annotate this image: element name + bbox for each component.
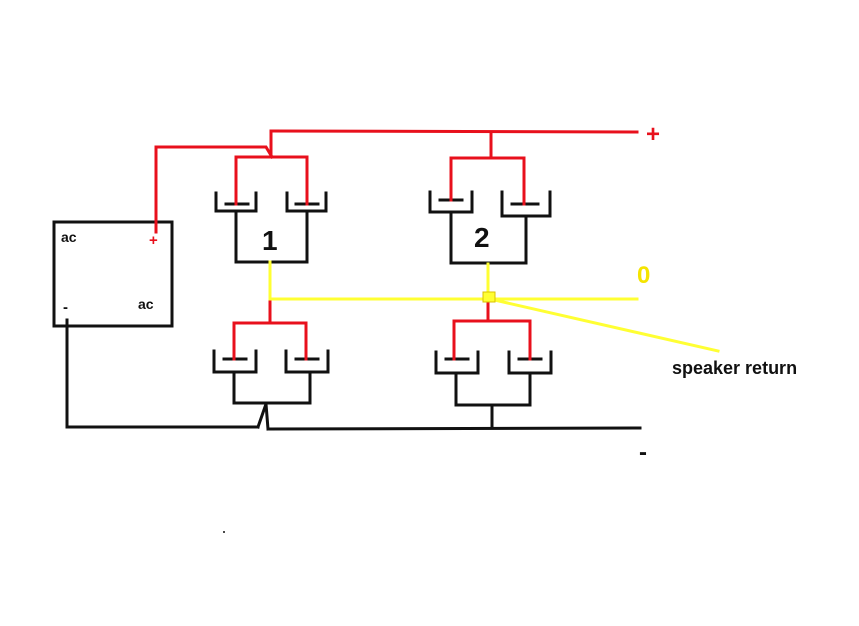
ac-label-top: ac	[61, 229, 77, 245]
bank-1-label: 1	[262, 225, 278, 256]
negative-rail	[266, 426, 642, 431]
negative-rail-label: -	[639, 439, 647, 466]
speaker-return-lead	[488, 297, 720, 353]
ac-negative-lead	[65, 318, 260, 429]
stray-dot	[223, 531, 225, 533]
junction-node	[482, 291, 496, 303]
signal-wiring	[268, 260, 720, 353]
ac-terminal-plus: +	[149, 232, 158, 249]
wire-crossing-jog	[256, 403, 270, 431]
zero-rail-label: 0	[637, 262, 650, 289]
positive-wiring	[154, 129, 639, 361]
ac-label-bottom: ac	[138, 296, 154, 312]
positive-rail	[269, 129, 639, 134]
bank-2-label: 2	[474, 222, 490, 253]
bank2-top-capacitors	[428, 190, 552, 265]
bank1-bottom-capacitors	[212, 349, 330, 406]
bank2-bottom-capacitors	[434, 350, 553, 430]
ac-source-box	[52, 220, 174, 328]
ac-terminal-minus: -	[63, 299, 68, 316]
positive-rail-label: +	[646, 121, 660, 148]
speaker-return-label: speaker return	[672, 358, 797, 378]
ac-positive-lead	[154, 145, 275, 234]
